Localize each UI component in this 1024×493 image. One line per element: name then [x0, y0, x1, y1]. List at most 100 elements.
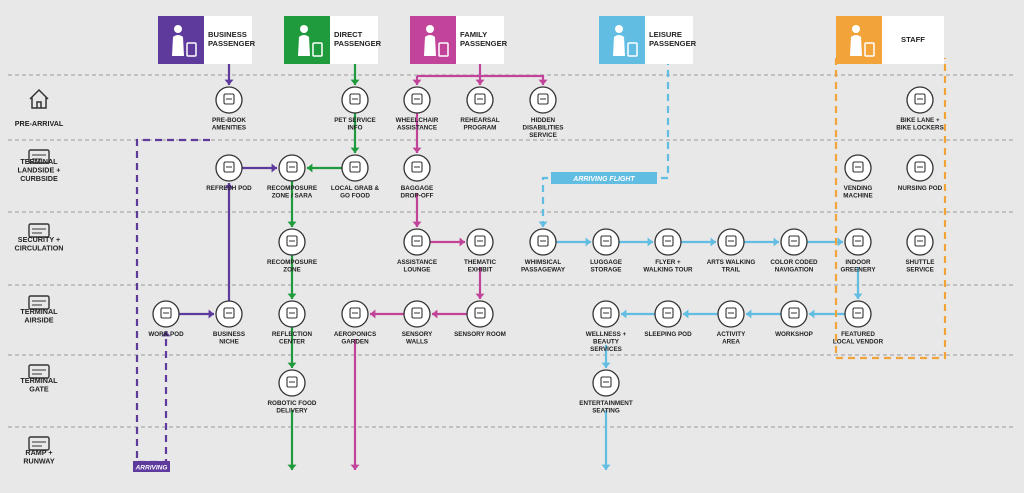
- arrow-head: [350, 147, 360, 153]
- node-label: RECOMPOSURE: [267, 185, 317, 192]
- vending-icon: [852, 161, 864, 173]
- node-label: ROBOTIC FOOD: [268, 400, 317, 407]
- arriving-label: ARRIVING: [135, 465, 168, 472]
- node-circle: [466, 228, 494, 256]
- node-circle: [717, 300, 745, 328]
- baggage-icon: [411, 161, 423, 173]
- row-label-text: RAMP +: [25, 448, 52, 457]
- node-circle: [592, 369, 620, 397]
- arrow-head: [370, 309, 376, 319]
- node-circle: [844, 300, 872, 328]
- node-label: RECOMPOSURE: [267, 259, 317, 266]
- node-label: AMENITIES: [212, 125, 246, 132]
- node-label: GO FOOD: [340, 193, 370, 200]
- persona-label: STAFF: [901, 35, 925, 44]
- node-circle: [466, 300, 494, 328]
- person-icon: [172, 25, 197, 57]
- node-circle: [403, 154, 431, 182]
- node-label: ASSISTANCE: [397, 125, 437, 132]
- node-label: SERVICE: [906, 267, 934, 274]
- arrow-head: [538, 79, 548, 85]
- node-circle: [906, 154, 934, 182]
- plant-icon: [852, 235, 864, 247]
- node-label: ENTERTAINMENT: [579, 400, 633, 407]
- persona-label: BUSINESS: [208, 30, 247, 39]
- arriving-flight-label: ARRIVING FLIGHT: [572, 176, 635, 183]
- leisure-connector: [619, 237, 653, 247]
- arrow-head: [307, 163, 313, 173]
- arriving-flight-tag: ARRIVING FLIGHT: [551, 172, 657, 184]
- node-label: REFRESH POD: [206, 185, 252, 192]
- node-circle: [341, 300, 369, 328]
- arrow-head: [224, 183, 234, 189]
- node-circle: [278, 369, 306, 397]
- node-refresh: REFRESH POD: [206, 154, 252, 192]
- node-label: DROP-OFF: [401, 193, 434, 200]
- persona-label: PASSENGER: [460, 39, 508, 48]
- node-label: BIKE LOCKERS: [896, 125, 944, 132]
- node-label: AEROPONICS: [334, 331, 376, 338]
- leisure-connector: [601, 410, 611, 470]
- node-label: TRAIL: [722, 267, 741, 274]
- node-circle: [529, 228, 557, 256]
- row-label-text: LANDSIDE +: [18, 166, 61, 175]
- arrow-head: [601, 362, 611, 368]
- node-label: WELLNESS +: [586, 331, 627, 338]
- arrow-head: [350, 79, 360, 85]
- wellness-icon: [600, 307, 612, 319]
- arrow-head: [208, 309, 214, 319]
- bed-icon: [662, 307, 674, 319]
- node-circle: [654, 300, 682, 328]
- node-circle: [844, 154, 872, 182]
- node-label: LOUNGE: [404, 267, 431, 274]
- node-label: PASSAGEWAY: [521, 267, 566, 274]
- row-label-text: GATE: [29, 385, 49, 394]
- leisure-connector: [683, 309, 718, 319]
- arrow-head: [161, 331, 171, 337]
- node-label: ARTS WALKING: [707, 259, 756, 266]
- node-circle: [466, 86, 494, 114]
- row-label-text: CIRCULATION: [15, 244, 64, 253]
- nursing-icon: [914, 161, 926, 173]
- node-circle: [403, 86, 431, 114]
- node-circle: [215, 154, 243, 182]
- security-scanner-icon: [28, 223, 50, 238]
- node-label: LUGGAGE: [590, 259, 622, 266]
- arrow-head: [412, 79, 422, 85]
- node-label: NAVIGATION: [775, 267, 814, 274]
- node-circle: [152, 300, 180, 328]
- house-icon: [29, 88, 49, 109]
- bike-locker-icon: [914, 93, 926, 105]
- row-label-text: TERMINAL: [20, 376, 58, 385]
- node-label: FLYER +: [655, 259, 681, 266]
- arriving-tag: ARRIVING: [133, 461, 170, 472]
- node-label: CENTER: [279, 339, 305, 346]
- node-circle: [341, 86, 369, 114]
- wheelchair-icon: [411, 93, 423, 105]
- node-circle: [780, 228, 808, 256]
- node-label: WORKSHOP: [775, 331, 813, 338]
- node-circle: [403, 300, 431, 328]
- row-label-text: TERMINAL: [20, 157, 58, 166]
- node-label: SERVICES: [590, 346, 622, 353]
- work-pod-icon: [160, 307, 172, 319]
- node-label: NURSING POD: [898, 185, 943, 192]
- arrow-head: [837, 237, 843, 247]
- arrow-head: [773, 237, 779, 247]
- node-label: WALLS: [406, 339, 428, 346]
